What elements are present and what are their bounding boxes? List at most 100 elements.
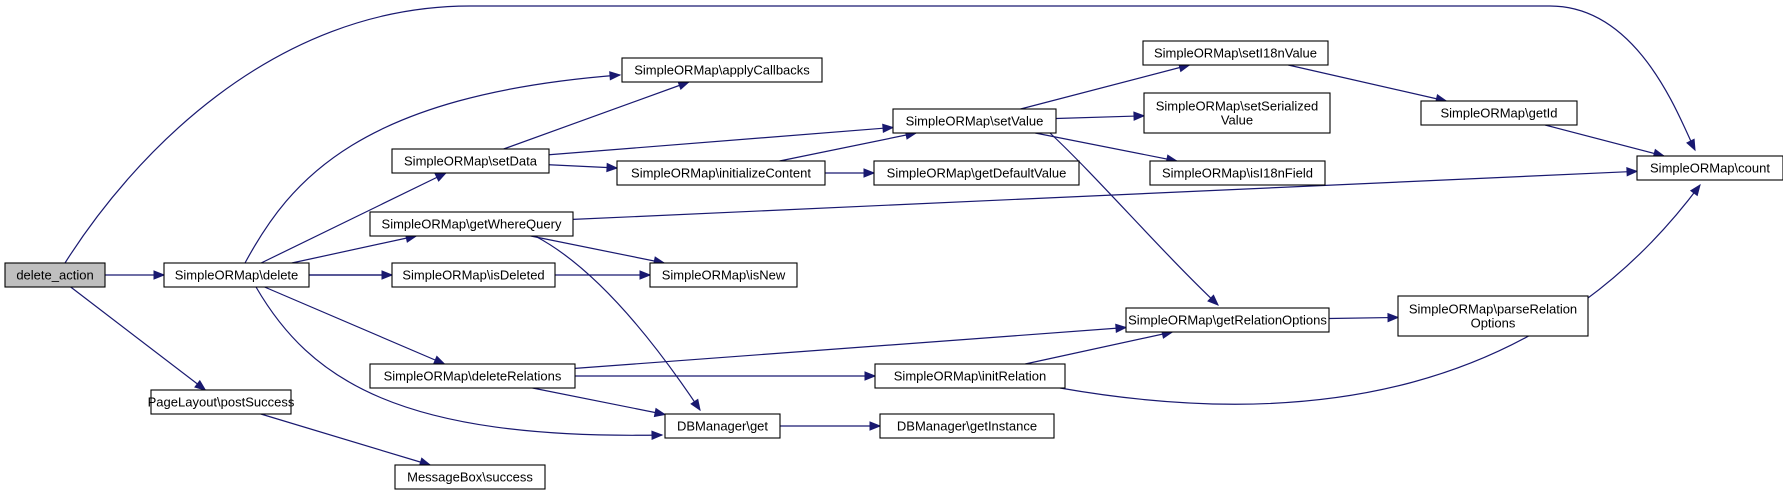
node-applyCallbacks[interactable]: SimpleORMap\applyCallbacks xyxy=(621,57,823,83)
edge-setValue-to-getRelationOptions-arrowhead xyxy=(1207,294,1219,306)
node-box xyxy=(1149,160,1326,186)
node-box xyxy=(150,389,292,415)
node-getDefaultValue[interactable]: SimpleORMap\getDefaultValue xyxy=(873,160,1080,186)
edge-delete-to-dbGet-arrowhead xyxy=(651,430,664,440)
node-initRelation[interactable]: SimpleORMap\initRelation xyxy=(874,363,1066,389)
edge-setValue-to-setSerializedValue-arrowhead xyxy=(1133,111,1146,121)
edge-setValue-to-setSerializedValue xyxy=(1055,115,1145,120)
node-getRelationOptions[interactable]: SimpleORMap\getRelationOptions xyxy=(1125,307,1330,333)
node-label: SimpleORMap\applyCallbacks xyxy=(634,63,810,78)
node-isI18nField[interactable]: SimpleORMap\isI18nField xyxy=(1149,160,1326,186)
edge-getRelationOptions-to-parseRelationOptions-arrowhead xyxy=(1387,312,1400,323)
node-label: SimpleORMap\getRelationOptions xyxy=(1128,313,1327,328)
node-box xyxy=(649,262,798,288)
edge-initRelation-to-count-arrowhead xyxy=(1689,183,1701,197)
node-isNew[interactable]: SimpleORMap\isNew xyxy=(649,262,798,288)
node-label: SimpleORMap\getId xyxy=(1440,106,1557,121)
node-deleteRelations[interactable]: SimpleORMap\deleteRelations xyxy=(369,363,576,389)
node-label: MessageBox\success xyxy=(407,470,533,485)
node-label: SimpleORMap\delete xyxy=(175,268,299,283)
edge-delete_action-to-count-arrowhead xyxy=(1686,138,1696,152)
node-label: SimpleORMap\setData xyxy=(404,154,538,169)
edge-initializeContent-to-getDefaultValue-arrowhead xyxy=(863,168,876,178)
node-label: SimpleORMap\setI18nValue xyxy=(1154,46,1317,61)
edge-delete-to-setData xyxy=(260,172,447,264)
edge-setData-to-initializeContent-arrowhead xyxy=(606,162,619,173)
node-box xyxy=(879,413,1055,439)
edge-initRelation-to-count xyxy=(1059,184,1701,405)
edge-deleteRelations-to-getRelationOptions xyxy=(574,326,1127,369)
node-label: delete_action xyxy=(16,268,93,283)
edge-deleteRelations-to-initRelation-arrowhead xyxy=(864,371,877,381)
node-box xyxy=(369,211,574,237)
node-setData[interactable]: SimpleORMap\setData xyxy=(391,148,550,174)
node-box xyxy=(391,148,550,174)
edge-delete-to-isNew-arrowhead xyxy=(639,270,652,280)
node-box xyxy=(394,464,546,490)
edge-setData-to-initializeContent xyxy=(548,164,618,169)
node-box xyxy=(616,160,826,186)
node-label: PageLayout\postSuccess xyxy=(148,395,295,410)
node-box xyxy=(874,363,1066,389)
node-delete_action[interactable]: delete_action xyxy=(4,262,106,288)
call-graph-nodes: delete_action SimpleORMap\deletePageLayou… xyxy=(4,40,1783,490)
edge-delete-to-deleteRelations-arrowhead xyxy=(432,355,446,365)
node-setI18nValue[interactable]: SimpleORMap\setI18nValue xyxy=(1142,40,1329,66)
node-msgSuccess[interactable]: MessageBox\success xyxy=(394,464,546,490)
node-label: SimpleORMap\deleteRelations xyxy=(384,369,562,384)
edge-delete-to-setData-arrowhead xyxy=(434,172,448,182)
edge-delete-to-dbGet xyxy=(255,286,663,436)
edge-delete_action-to-delete-arrowhead xyxy=(153,270,166,280)
node-label: DBManager\getInstance xyxy=(897,419,1037,434)
edge-delete-to-deleteRelations xyxy=(264,286,445,365)
node-label: Options xyxy=(1471,316,1516,331)
edge-postSuccess-to-msgSuccess xyxy=(260,413,431,466)
node-box xyxy=(1636,155,1783,181)
node-delete[interactable]: SimpleORMap\delete xyxy=(163,262,310,288)
edge-getWhereQuery-to-dbGet xyxy=(534,235,701,411)
edge-getRelationOptions-to-parseRelationOptions xyxy=(1328,316,1399,320)
node-getInstance[interactable]: DBManager\getInstance xyxy=(879,413,1055,439)
node-count[interactable]: SimpleORMap\count xyxy=(1636,155,1783,181)
node-label: SimpleORMap\count xyxy=(1650,161,1770,176)
edge-initializeContent-to-setValue xyxy=(779,132,917,162)
node-isDeleted[interactable]: SimpleORMap\isDeleted xyxy=(391,262,556,288)
node-getWhereQuery[interactable]: SimpleORMap\getWhereQuery xyxy=(369,211,574,237)
edge-deleteRelations-to-dbGet-arrowhead xyxy=(653,407,667,418)
node-label: SimpleORMap\initRelation xyxy=(894,369,1046,384)
node-initializeContent[interactable]: SimpleORMap\initializeContent xyxy=(616,160,826,186)
edge-setData-to-setValue xyxy=(548,126,894,156)
edge-delete_action-to-postSuccess xyxy=(70,286,206,391)
node-label: SimpleORMap\isI18nField xyxy=(1162,166,1313,181)
node-label: SimpleORMap\initializeContent xyxy=(631,166,811,181)
edge-setData-to-applyCallbacks-arrowhead xyxy=(677,81,691,91)
node-box xyxy=(1143,92,1331,134)
node-dbGet[interactable]: DBManager\get xyxy=(664,413,781,439)
node-label: SimpleORMap\isDeleted xyxy=(402,268,544,283)
edge-setValue-to-getRelationOptions xyxy=(1049,132,1219,306)
node-box xyxy=(873,160,1080,186)
edge-delete-to-applyCallbacks xyxy=(244,74,621,264)
node-box xyxy=(369,363,576,389)
node-getId[interactable]: SimpleORMap\getId xyxy=(1420,100,1578,126)
edge-initRelation-to-getRelationOptions xyxy=(1025,331,1173,365)
edge-setData-to-applyCallbacks xyxy=(503,81,690,150)
node-label: DBManager\get xyxy=(677,419,768,434)
node-box xyxy=(664,413,781,439)
edge-delete_action-to-count xyxy=(64,5,1696,264)
edge-deleteRelations-to-getRelationOptions-arrowhead xyxy=(1115,323,1128,334)
edge-getWhereQuery-to-isNew xyxy=(530,235,665,264)
node-setValue[interactable]: SimpleORMap\setValue xyxy=(892,108,1057,134)
node-box xyxy=(892,108,1057,134)
edge-getWhereQuery-to-count-arrowhead xyxy=(1626,167,1639,177)
node-postSuccess[interactable]: PageLayout\postSuccess xyxy=(148,389,295,415)
edge-getWhereQuery-to-count xyxy=(572,170,1638,221)
node-box xyxy=(4,262,106,288)
edge-deleteRelations-to-dbGet xyxy=(532,387,666,416)
edge-setValue-to-isI18nField xyxy=(1035,132,1177,162)
call-graph-edges xyxy=(64,5,1701,467)
node-label: SimpleORMap\getWhereQuery xyxy=(382,217,562,232)
